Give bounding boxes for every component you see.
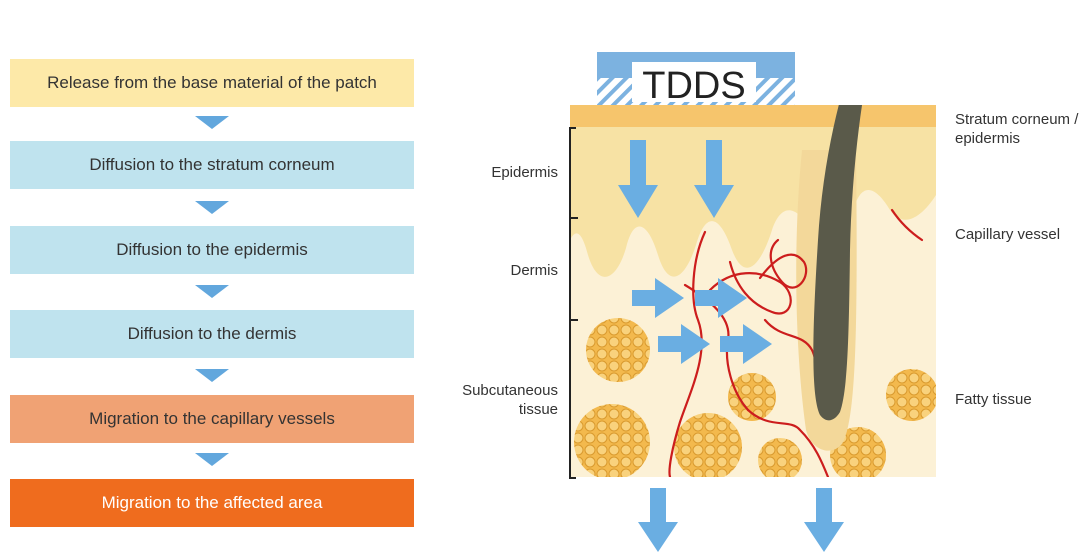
fat-lobule	[574, 404, 650, 480]
step-stratum-corneum: Diffusion to the stratum corneum	[10, 141, 414, 189]
step-release: Release from the base material of the pa…	[10, 59, 414, 107]
step-epidermis: Diffusion to the epidermis	[10, 226, 414, 274]
fat-lobule	[758, 438, 802, 482]
down-arrow-icon	[804, 488, 844, 552]
stratum-corneum-layer	[570, 105, 936, 127]
step-dermis-label: Diffusion to the dermis	[128, 324, 297, 344]
patch-label: TDDS	[642, 65, 745, 107]
label-fatty-tissue: Fatty tissue	[955, 390, 1079, 409]
down-arrow-icon	[195, 116, 229, 129]
step-affected-area: Migration to the affected area	[10, 479, 414, 527]
step-capillary: Migration to the capillary vessels	[10, 395, 414, 443]
down-arrow-icon	[195, 369, 229, 382]
fat-lobule	[674, 413, 742, 481]
exit-arrows	[638, 488, 844, 552]
step-release-label: Release from the base material of the pa…	[47, 73, 377, 93]
label-capillary-vessel: Capillary vessel	[955, 225, 1079, 244]
step-stratum-corneum-label: Diffusion to the stratum corneum	[89, 155, 334, 175]
down-arrow-icon	[638, 488, 678, 552]
label-stratum-corneum: Stratum corneum / epidermis	[955, 110, 1079, 148]
down-arrow-icon	[195, 453, 229, 466]
tdds-patch: TDDS	[597, 52, 795, 107]
step-capillary-label: Migration to the capillary vessels	[89, 409, 335, 429]
step-affected-area-label: Migration to the affected area	[102, 493, 323, 513]
label-subcutaneous-tissue: Subcutaneous tissue	[440, 381, 558, 419]
fat-lobule	[586, 318, 650, 382]
step-epidermis-label: Diffusion to the epidermis	[116, 240, 308, 260]
label-epidermis: Epidermis	[440, 163, 558, 182]
skin-diagram: TDDS	[560, 0, 940, 558]
step-dermis: Diffusion to the dermis	[10, 310, 414, 358]
down-arrow-icon	[195, 201, 229, 214]
fat-lobule	[886, 369, 938, 421]
down-arrow-icon	[195, 285, 229, 298]
label-dermis: Dermis	[440, 261, 558, 280]
